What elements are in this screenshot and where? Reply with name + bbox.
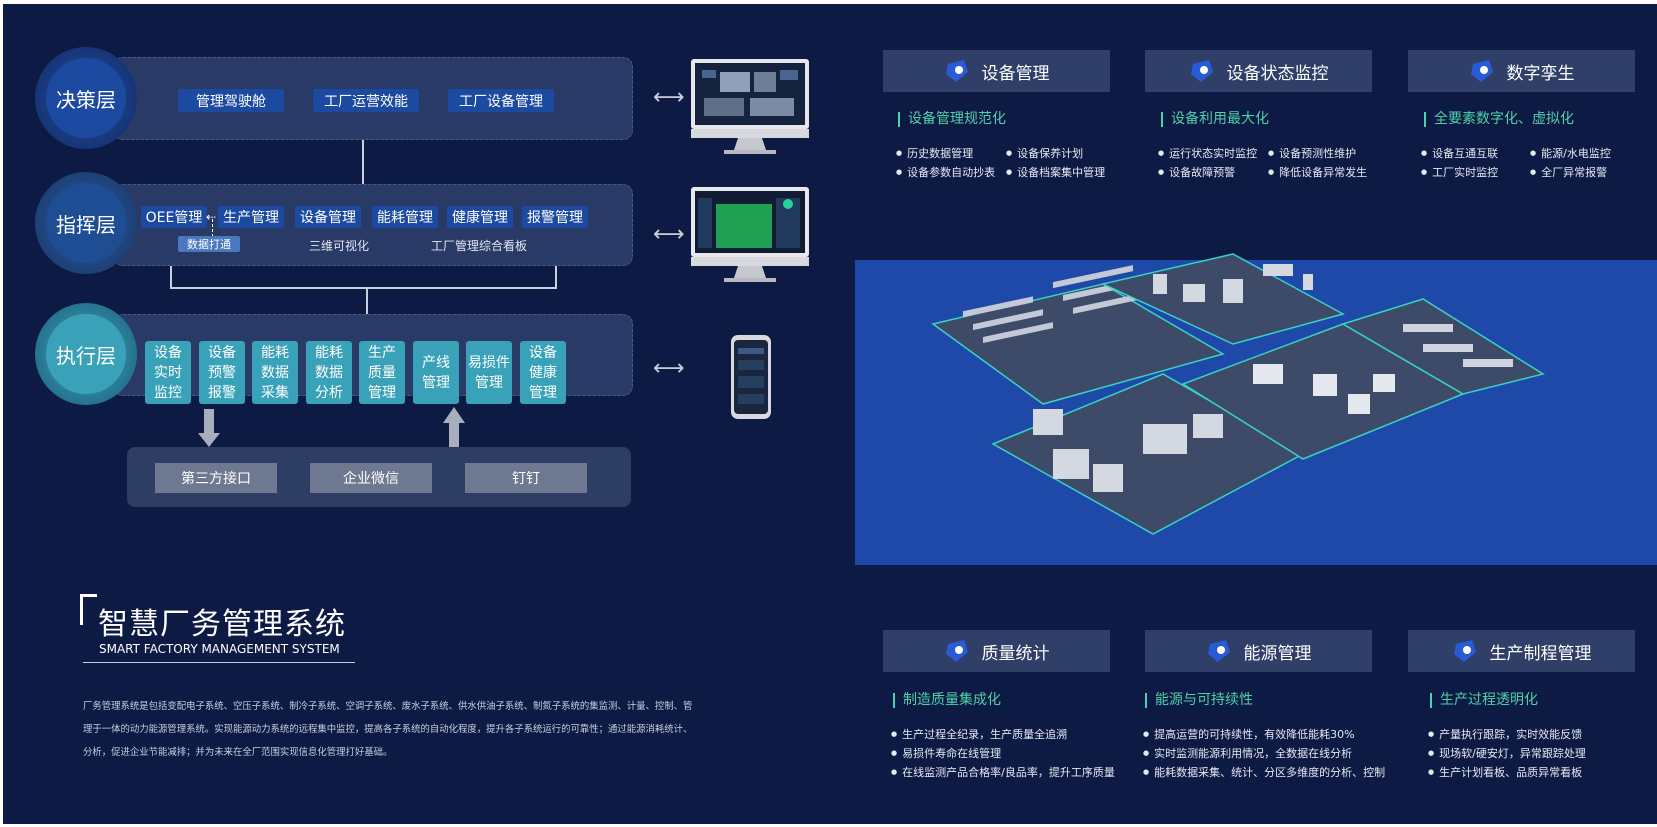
shield-icon [1207, 640, 1230, 662]
data-link-dashed-line [212, 219, 213, 237]
dashboard-label: 工厂管理综合看板 [431, 239, 528, 253]
shield-icon [1470, 60, 1493, 82]
title-underline [83, 662, 355, 663]
title-corner-mark [80, 594, 97, 625]
exec-quality[interactable]: 生产质量管理 [359, 341, 405, 404]
card-quality-header[interactable]: 质量统计 [883, 630, 1110, 672]
monitor-cockpit-icon [691, 59, 809, 154]
card-bullet: 生产计划看板、品质异常看板 [1428, 764, 1582, 780]
card-equipment-status-header[interactable]: 设备状态监控 [1145, 50, 1372, 92]
decision-layer-circle: 决策层 [35, 47, 137, 149]
card-subtitle: 设备利用最大化 [1161, 112, 1269, 127]
card-title: 能源管理 [1243, 643, 1312, 664]
card-bullet: 设备档案集中管理 [1006, 164, 1105, 180]
module-production[interactable]: 生产管理 [218, 206, 284, 228]
command-layer-label: 指挥层 [56, 212, 116, 237]
system-description-line: 理于一体的动力能源管理系统。实现能源动力系统的远程集中监控，提高各子系统的自动化… [83, 724, 693, 735]
down-arrow-icon [198, 409, 220, 447]
factory-system-diagram: 决策层 管理驾驶舱 工厂运营效能 工厂设备管理 指挥层 OEE管理 生产管理 设… [3, 4, 1657, 824]
decision-layer-label: 决策层 [56, 87, 116, 112]
up-arrow-icon [443, 407, 465, 449]
card-bullet: 生产过程全纪录，生产质量全追溯 [891, 726, 1067, 742]
card-subtitle: 生产过程透明化 [1430, 693, 1538, 708]
module-oee[interactable]: OEE管理 [141, 206, 207, 228]
connector-line [362, 130, 364, 196]
card-bullet: 易损件寿命在线管理 [891, 745, 1001, 761]
shield-icon [945, 640, 968, 662]
execution-layer-label: 执行层 [56, 343, 116, 368]
module-energy[interactable]: 能耗管理 [372, 206, 438, 228]
card-bullet: 提高运营的可持续性，有效降低能耗30% [1143, 726, 1354, 742]
exec-wear-parts[interactable]: 易损件管理 [466, 341, 512, 404]
card-title: 数字孪生 [1506, 63, 1575, 84]
3d-visualization-label: 三维可视化 [309, 239, 370, 253]
dingtalk-interface[interactable]: 钉钉 [465, 463, 587, 493]
card-bullet: 运行状态实时监控 [1158, 145, 1257, 161]
module-factory-efficiency[interactable]: 工厂运营效能 [313, 89, 419, 112]
card-bullet: 设备故障预警 [1158, 164, 1235, 180]
card-bullet: 设备保养计划 [1006, 145, 1083, 161]
card-bullet: 产量执行跟踪，实时效能反馈 [1428, 726, 1582, 742]
command-layer-circle: 指挥层 [35, 172, 137, 274]
card-bullet: 设备参数自动抄表 [896, 164, 995, 180]
connector-line [170, 287, 557, 289]
card-subtitle: 制造质量集成化 [893, 693, 1001, 708]
card-bullet: 历史数据管理 [896, 145, 973, 161]
card-energy-header[interactable]: 能源管理 [1145, 630, 1372, 672]
module-equipment[interactable]: 设备管理 [295, 206, 361, 228]
card-bullet: 设备互通互联 [1421, 145, 1498, 161]
module-factory-equipment[interactable]: 工厂设备管理 [448, 89, 554, 112]
card-title: 生产制程管理 [1489, 643, 1592, 664]
card-bullet: 实时监测能源利用情况，全数据在线分析 [1143, 745, 1352, 761]
shield-icon [945, 60, 968, 82]
factory-3d-illustration [931, 253, 1545, 535]
card-bullet: 降低设备异常发生 [1268, 164, 1367, 180]
exec-line[interactable]: 产线管理 [413, 341, 459, 404]
card-subtitle: 能源与可持续性 [1145, 693, 1253, 708]
card-bullet: 能耗数据采集、统计、分区多维度的分析、控制 [1143, 764, 1385, 780]
system-subtitle: SMART FACTORY MANAGEMENT SYSTEM [99, 642, 340, 656]
card-bullet: 在线监测产品合格率/良品率，提升工序质量 [891, 764, 1115, 780]
system-title: 智慧厂务管理系统 [98, 607, 346, 642]
card-bullet: 全厂异常报警 [1530, 164, 1607, 180]
card-title: 设备状态监控 [1226, 63, 1329, 84]
shield-icon [1190, 60, 1213, 82]
exec-equipment-warning[interactable]: 设备预警报警 [199, 341, 245, 404]
data-link-tag: 数据打通 [178, 236, 240, 252]
card-bullet: 设备预测性维护 [1268, 145, 1356, 161]
module-health[interactable]: 健康管理 [447, 206, 513, 228]
exec-equipment-monitor[interactable]: 设备实时监控 [145, 341, 191, 404]
execution-layer-circle: 执行层 [35, 303, 137, 405]
monitor-dashboard-icon [691, 187, 809, 282]
card-bullet: 工厂实时监控 [1421, 164, 1498, 180]
card-production-process-header[interactable]: 生产制程管理 [1408, 630, 1635, 672]
wecom-interface[interactable]: 企业微信 [310, 463, 432, 493]
connector-line [366, 287, 368, 319]
third-party-interface[interactable]: 第三方接口 [155, 463, 277, 493]
module-alarm[interactable]: 报警管理 [522, 206, 588, 228]
double-arrow-icon: ⟷ [653, 85, 685, 110]
module-cockpit[interactable]: 管理驾驶舱 [178, 89, 284, 112]
card-title: 设备管理 [981, 63, 1050, 84]
card-equipment-management-header[interactable]: 设备管理 [883, 50, 1110, 92]
double-arrow-icon: ⟷ [653, 222, 685, 247]
exec-equipment-health[interactable]: 设备健康管理 [520, 341, 566, 404]
system-description-line: 厂务管理系统是包括变配电子系统、空压子系统、制冷子系统、空调子系统、废水子系统、… [83, 701, 693, 712]
exec-energy-analysis[interactable]: 能耗数据分析 [306, 341, 352, 404]
mobile-phone-icon [731, 335, 771, 419]
card-bullet: 现场软/硬安灯，异常跟踪处理 [1428, 745, 1586, 761]
card-subtitle: 设备管理规范化 [898, 112, 1006, 127]
card-digital-twin-header[interactable]: 数字孪生 [1408, 50, 1635, 92]
exec-energy-collect[interactable]: 能耗数据采集 [252, 341, 298, 404]
shield-icon [1453, 640, 1476, 662]
card-subtitle: 全要素数字化、虚拟化 [1424, 112, 1574, 127]
double-arrow-icon: ⟷ [653, 356, 685, 381]
card-bullet: 能源/水电监控 [1530, 145, 1611, 161]
data-link-arrow: ⇠ [206, 210, 217, 224]
system-description-line: 分析，促进企业节能减排；并为未来在全厂范围实现信息化管理打好基础。 [83, 747, 393, 758]
card-title: 质量统计 [981, 643, 1050, 664]
